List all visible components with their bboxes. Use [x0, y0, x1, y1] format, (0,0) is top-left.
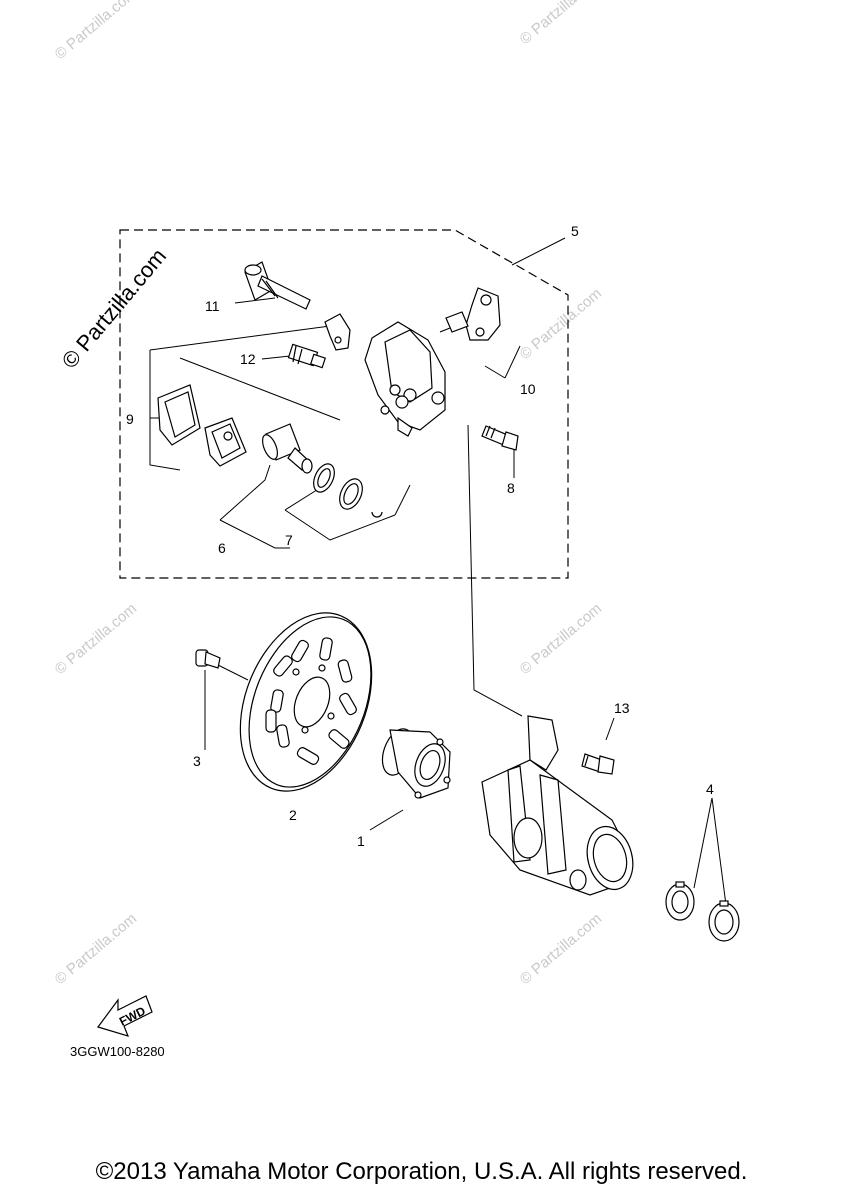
brake-pads [157, 384, 247, 467]
callout-4: 4 [706, 781, 714, 797]
copyright-notice: ©2013 Yamaha Motor Corporation, U.S.A. A… [95, 1158, 748, 1185]
callout-2: 2 [289, 807, 297, 823]
callout-3: 3 [193, 753, 201, 769]
pin-bolt [244, 261, 311, 310]
watermark: © Partzilla.com [517, 600, 605, 678]
diagram-code: 3GGW100-8280 [70, 1044, 165, 1059]
caliper-body [364, 321, 446, 437]
callout-11: 11 [205, 298, 220, 314]
watermark: © Partzilla.com [517, 910, 605, 988]
disc-screw [195, 649, 221, 669]
watermark: © Partzilla.com [517, 285, 605, 363]
caliper-bolt [481, 425, 519, 451]
watermark: © Partzilla.com [52, 910, 140, 988]
housing-bolt [581, 753, 615, 775]
watermark-prominent: © Partzilla.com [57, 244, 171, 374]
callout-5: 5 [571, 223, 579, 239]
callout-numbers: 1 2 3 4 5 6 7 8 9 10 11 12 13 [126, 223, 714, 849]
pad-spring [324, 313, 351, 351]
leader-lines [149, 237, 727, 906]
piston [262, 423, 313, 474]
caliper-assembly-outline [119, 229, 569, 579]
callout-1: 1 [357, 833, 365, 849]
callout-10: 10 [520, 381, 536, 397]
callout-13: 13 [614, 700, 630, 716]
callout-6: 6 [218, 540, 226, 556]
axle-nuts [665, 881, 740, 942]
watermark: © Partzilla.com [52, 600, 140, 678]
callout-8: 8 [507, 480, 515, 496]
bleed-screw [287, 343, 327, 369]
caliper-bracket [439, 287, 501, 341]
forward-arrow-icon: FWD [97, 995, 153, 1037]
wheel-hub [381, 728, 451, 799]
callout-9: 9 [126, 411, 134, 427]
watermark: © Partzilla.com [52, 0, 140, 63]
brake-disc [239, 612, 373, 792]
piston-seals [313, 463, 383, 518]
callout-7: 7 [285, 532, 293, 548]
callout-12: 12 [240, 351, 256, 367]
axle-housing [481, 715, 634, 896]
watermark: © Partzilla.com [517, 0, 605, 48]
